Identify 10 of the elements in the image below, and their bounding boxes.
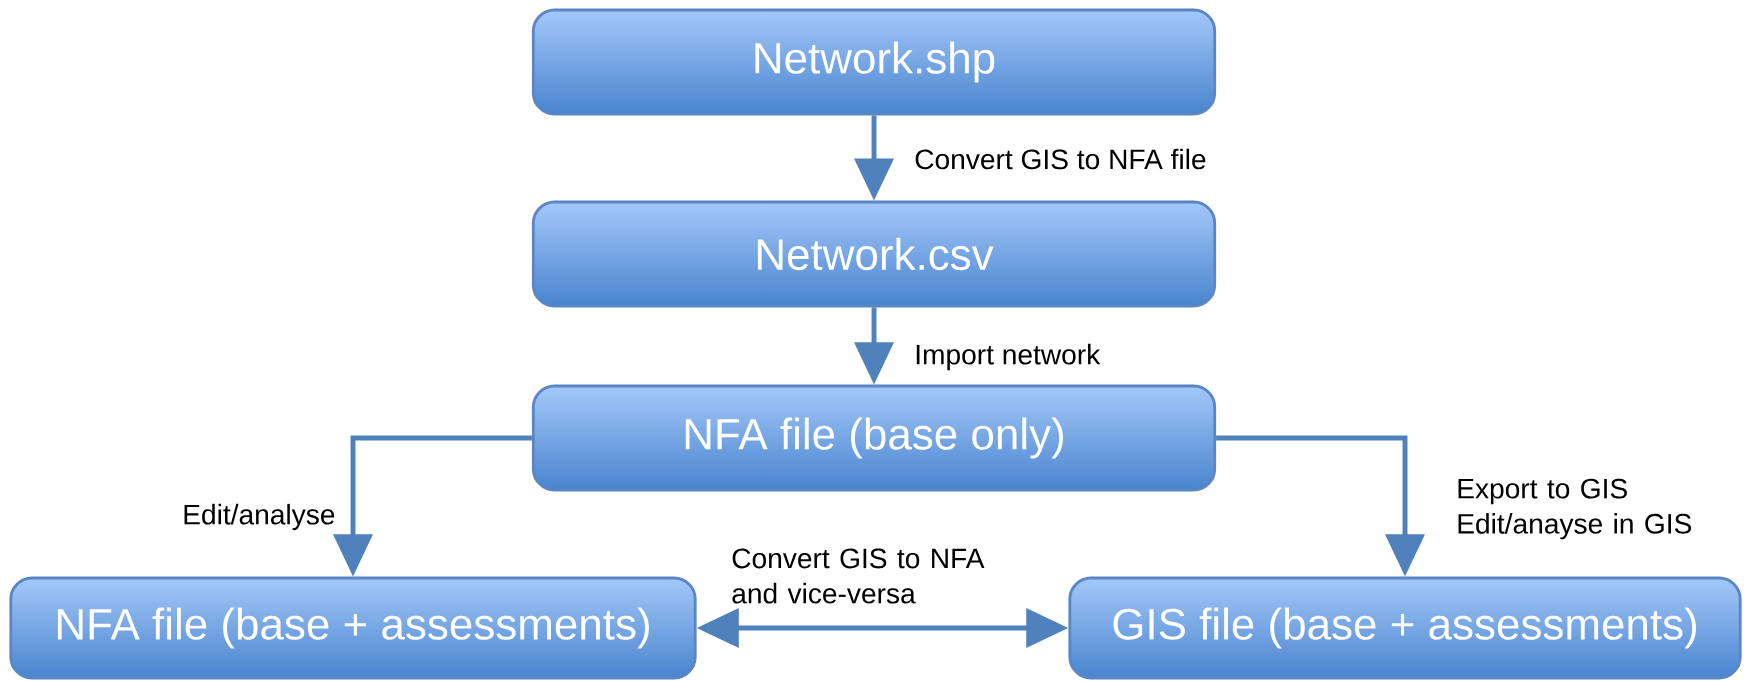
process-box: GIS file (base + assessments)	[1068, 576, 1742, 680]
process-box: Network.csv	[531, 200, 1217, 308]
edge-label: Convert GIS to NFA file	[915, 148, 1206, 170]
edge-label: Edit/analyse	[184, 503, 335, 531]
process-box: NFA file (base only)	[531, 384, 1217, 492]
edge-label: Convert GIS to NFA and vice-versa	[732, 548, 985, 604]
edge-label: Export to GIS Edit/anayse in GIS	[1458, 478, 1692, 540]
edge-label: Import network	[916, 343, 1101, 371]
process-box: Network.shp	[531, 8, 1217, 116]
process-box: NFA file (base + assessments)	[9, 576, 697, 680]
